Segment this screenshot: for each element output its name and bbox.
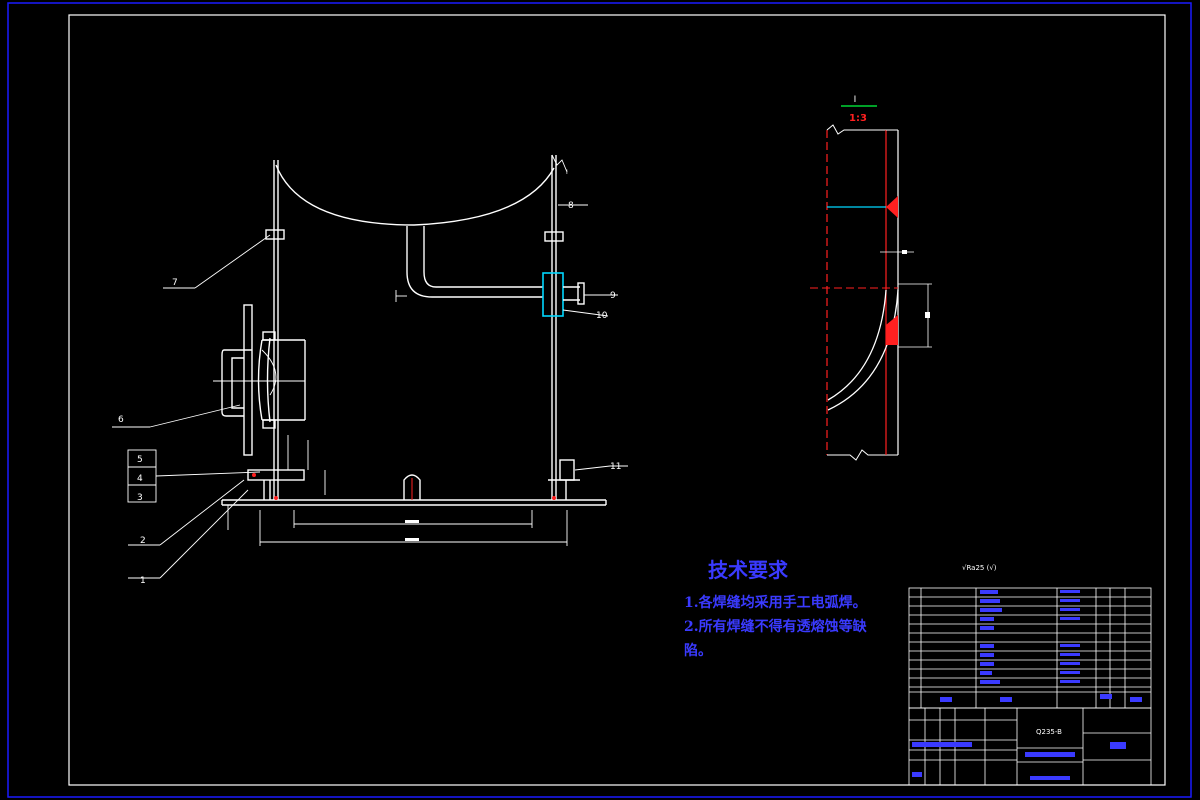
callout-11: 11	[610, 462, 621, 472]
callout-1: 1	[140, 576, 146, 586]
requirements-title: 技术要求	[708, 558, 789, 582]
detail-scale: 1:3	[849, 113, 867, 124]
callout-7: 7	[172, 278, 178, 288]
requirement-2-line1: 2.所有焊缝不得有透熔蚀等缺	[684, 618, 868, 635]
callout-10: 10	[596, 311, 608, 321]
callout-labels: 1 2 3 4 5 6 7 8 9 10 11	[118, 201, 621, 586]
technical-requirements: 技术要求 1.各焊缝均采用手工电弧焊。 2.所有焊缝不得有透熔蚀等缺 陷。	[684, 558, 868, 659]
callout-4: 4	[137, 474, 143, 484]
requirement-2-line2: 陷。	[684, 642, 712, 659]
inner-frame	[68, 14, 1166, 786]
callout-9: 9	[610, 291, 616, 301]
detail-view: I 1:3	[810, 95, 932, 461]
callout-2: 2	[140, 536, 146, 546]
callout-8: 8	[568, 201, 574, 211]
title-block-marks	[912, 590, 1142, 780]
outer-frame	[7, 2, 1192, 798]
main-assembly-view: I	[112, 154, 628, 579]
callout-3: 3	[137, 493, 143, 503]
callout-5: 5	[137, 455, 143, 465]
svg-text:I: I	[566, 169, 568, 176]
roughness-symbol: √Ra25 (√)	[962, 564, 997, 572]
material-label: Q235-B	[1036, 728, 1062, 736]
requirement-1: 1.各焊缝均采用手工电弧焊。	[684, 594, 867, 611]
callout-6: 6	[118, 415, 124, 425]
detail-label: I	[854, 95, 857, 105]
